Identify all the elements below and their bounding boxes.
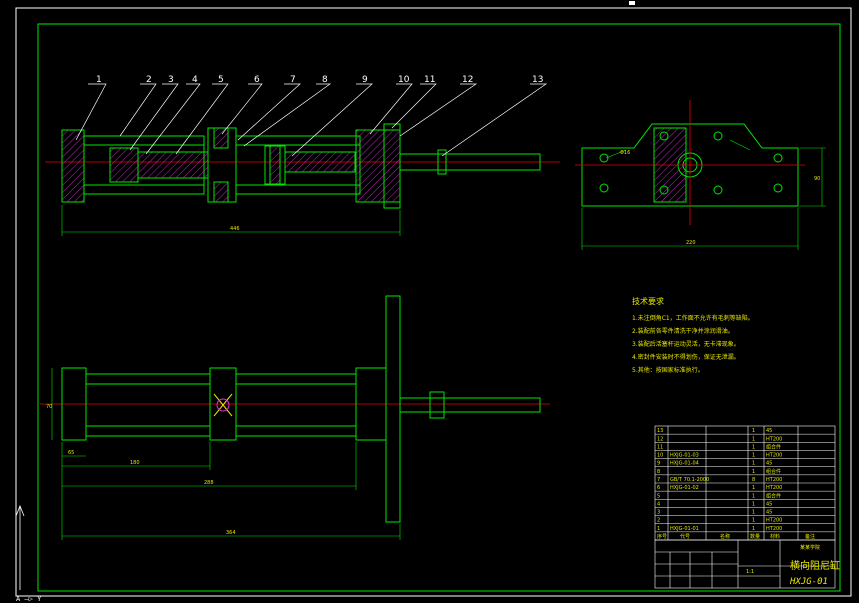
callout-10: 10 — [398, 75, 410, 85]
table-cell: 1 — [752, 510, 755, 516]
table-cell: 45 — [766, 501, 772, 507]
table-cell: 组合件 — [766, 468, 781, 475]
table-cell: HT200 — [766, 477, 782, 483]
table-cell: 12 — [657, 436, 663, 442]
table-cell: 组合件 — [766, 443, 781, 450]
note-line-4: 4.密封件安装时不得划伤，保证无泄漏。 — [632, 354, 740, 361]
table-cell: 4 — [657, 501, 660, 507]
dim-side-width: 220 — [686, 240, 696, 246]
command-line[interactable]: A —▷ Y — [16, 595, 42, 603]
table-cell: HT200 — [766, 485, 782, 491]
callout-12: 12 — [462, 75, 473, 85]
table-cell: 1 — [752, 485, 755, 491]
dim-bottom-long: 288 — [204, 480, 214, 486]
table-cell: 1 — [752, 493, 755, 499]
table-cell: HXJG-01-01 — [670, 526, 699, 532]
outer-frame — [15, 7, 852, 597]
inner-frame — [37, 23, 841, 592]
callout-labels: 1 2 3 4 5 6 7 8 9 10 11 12 13 — [96, 75, 543, 85]
side-view[interactable] — [575, 100, 826, 250]
notes-title: 技术要求 — [632, 297, 664, 306]
table-cell: 1 — [752, 461, 755, 467]
table-cell: HXJG-01-03 — [670, 453, 699, 459]
table-cell: 45 — [766, 461, 772, 467]
callout-leaders — [75, 83, 548, 157]
tb-drawing-code: HXJG-01 — [790, 577, 828, 587]
callout-11: 11 — [424, 75, 435, 85]
callout-6: 6 — [254, 75, 260, 85]
bottom-outer-view[interactable] — [40, 295, 550, 540]
table-cell: 45 — [766, 428, 772, 434]
table-cell: HT200 — [766, 526, 782, 532]
table-cell: 1 — [752, 518, 755, 524]
dim-bottom-mid: 180 — [130, 460, 140, 466]
table-header-cell: 代号 — [680, 533, 690, 540]
table-cell: 9 — [657, 461, 660, 467]
note-line-5: 5.其他：按国家标准执行。 — [632, 367, 704, 374]
corner-marker — [629, 1, 635, 5]
table-cell: 1 — [752, 444, 755, 450]
table-cell: 1 — [752, 469, 755, 475]
tb-title: 横向阻尼缸 — [790, 561, 840, 572]
table-cell: 2 — [657, 518, 660, 524]
table-header-cell: 材料 — [770, 533, 780, 540]
dim-bottom-total: 364 — [226, 530, 236, 536]
table-cell: 1 — [752, 436, 755, 442]
front-section-view[interactable] — [45, 123, 560, 236]
note-line-3: 3.装配后活塞杆运动灵活，无卡滞现象。 — [632, 341, 740, 348]
table-cell: 11 — [657, 444, 663, 450]
callout-8: 8 — [322, 75, 328, 85]
dim-front-overall: 446 — [230, 226, 240, 232]
table-cell: 1 — [752, 453, 755, 459]
table-cell: 8 — [657, 469, 660, 475]
callout-13: 13 — [532, 75, 543, 85]
table-header-cell: 数量 — [750, 533, 760, 540]
dim-side-height: 90 — [814, 176, 820, 182]
tb-scale: 1:1 — [746, 569, 755, 575]
table-cell: 组合件 — [766, 492, 781, 499]
table-cell: 8 — [752, 477, 755, 483]
callout-9: 9 — [362, 75, 368, 85]
dim-bottom-height: 70 — [46, 404, 52, 410]
title-block — [654, 539, 836, 589]
callout-7: 7 — [290, 75, 296, 85]
table-cell: 5 — [657, 493, 660, 499]
dim-bottom-small: 65 — [68, 450, 74, 456]
ucs-axis-icon — [15, 504, 25, 590]
table-cell: 6 — [657, 485, 660, 491]
callout-1: 1 — [96, 75, 102, 85]
table-cell: 1 — [752, 526, 755, 532]
callout-5: 5 — [218, 75, 224, 85]
table-cell: 13 — [657, 428, 663, 434]
callout-2: 2 — [146, 75, 152, 85]
table-cell: 1 — [657, 526, 660, 532]
table-cell: 3 — [657, 510, 660, 516]
table-cell: HT200 — [766, 436, 782, 442]
table-cell: HT200 — [766, 518, 782, 524]
note-line-2: 2.装配前各零件清洗干净并涂润滑油。 — [632, 328, 734, 335]
table-cell: HXJG-01-04 — [670, 461, 699, 467]
table-cell: 10 — [657, 453, 663, 459]
table-cell: 7 — [657, 477, 660, 483]
table-cell: HXJG-01-02 — [670, 485, 699, 491]
table-header-cell: 名称 — [720, 533, 730, 540]
tb-company: 某某学院 — [800, 545, 821, 551]
table-cell: 1 — [752, 501, 755, 507]
table-cell: 45 — [766, 510, 772, 516]
note-line-1: 1.未注倒角C1，工作面不允许有毛刺等缺陷。 — [632, 315, 754, 322]
callout-4: 4 — [192, 75, 198, 85]
table-cell: HT200 — [766, 453, 782, 459]
dim-phi-label: Φ16 — [620, 150, 630, 156]
table-cell: 1 — [752, 428, 755, 434]
table-cell: GB/T 70.1-2000 — [670, 477, 709, 483]
table-header-cell: 备注 — [805, 533, 815, 540]
table-header-cell: 序号 — [657, 533, 667, 540]
callout-3: 3 — [168, 75, 174, 85]
